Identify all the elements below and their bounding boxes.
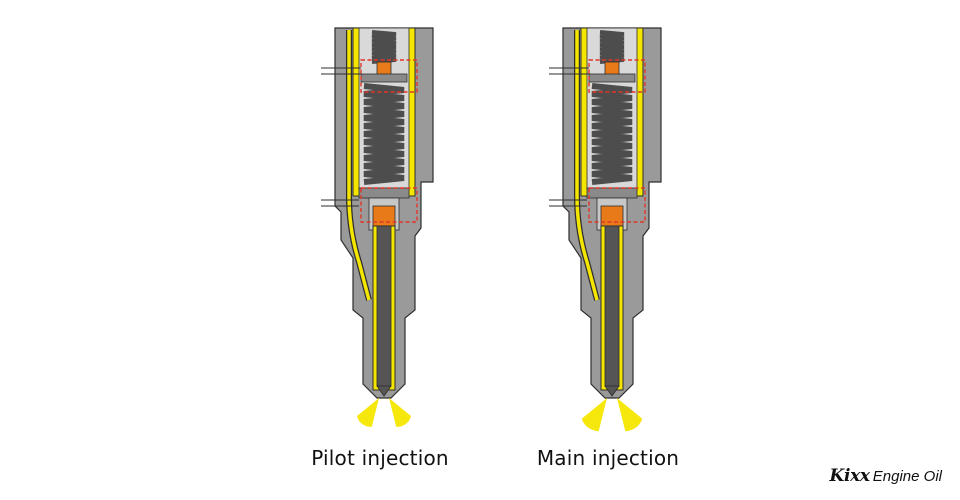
main-spring <box>591 83 633 185</box>
logo-text: Engine Oil <box>872 468 942 485</box>
fuel-feed-passage <box>347 30 371 301</box>
main-spring <box>363 83 405 185</box>
injector-pilot <box>321 27 434 427</box>
valve-seat <box>372 205 396 227</box>
valve-box-lower <box>588 187 646 223</box>
needle-tip <box>604 385 620 397</box>
spray-plume-icon <box>357 398 411 427</box>
needle-tip <box>376 385 392 397</box>
lower-plate <box>358 187 410 199</box>
upper-plate <box>588 73 636 83</box>
nozzle-needle <box>604 225 620 387</box>
valve-box-lower <box>360 187 418 223</box>
nozzle-needle <box>376 225 392 387</box>
upper-plate <box>360 73 408 83</box>
valve-box-upper <box>360 59 418 93</box>
spray-plume-left <box>357 398 379 427</box>
spray-plume-right <box>617 398 643 432</box>
injector-main <box>549 27 662 432</box>
logo-brand: Kixx <box>829 466 870 486</box>
upper-spring <box>371 30 397 64</box>
spray-plume-right <box>389 398 411 427</box>
spray-plume-left <box>581 398 607 432</box>
caption-main-injection: Main injection <box>536 446 680 470</box>
lower-plate <box>586 187 638 199</box>
valve-box-upper <box>588 59 646 93</box>
spray-plume-icon <box>581 398 643 432</box>
caption-pilot-injection: Pilot injection <box>311 446 449 470</box>
upper-spring <box>599 30 625 64</box>
valve-seat <box>600 205 624 227</box>
fuel-feed-passage <box>575 30 599 301</box>
